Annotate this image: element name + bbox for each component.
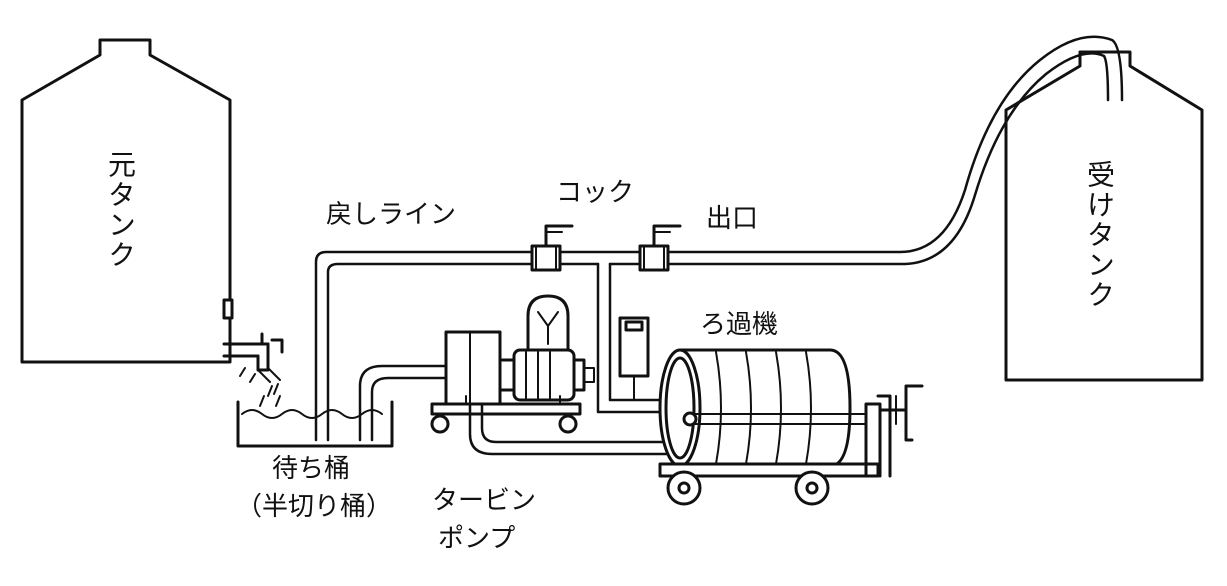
cock-valve-right [638,224,682,272]
receiving-tank-label: 受けタンク [1083,160,1116,310]
waiting-tub-label: 待ち桶 [272,454,351,484]
half-tub-label: （半切り桶） [236,492,393,522]
faucet-icon [222,332,284,383]
pump-cart-wheel-right [558,414,578,434]
source-tank-label: 元タンク [104,150,137,270]
gauge-box [618,316,650,401]
water-stream [259,383,281,407]
return-line-label: 戻しライン [326,200,457,230]
pump-to-filter-pipe [468,402,670,456]
filter-wheel-left-hub [677,481,691,495]
filter-feed-pipe [596,262,670,414]
tank-drain-flange [222,298,234,320]
waiting-tub [236,400,394,448]
filter-wheel-left [666,470,702,506]
filter-machine [658,348,924,478]
filter-wheel-right [794,470,830,506]
turbine-label: タービン [432,486,537,516]
filter-wheel-right-hub [805,481,819,495]
pump-label: ポンプ [438,524,516,554]
source-tank [20,38,232,364]
receiving-tank [1004,50,1204,382]
pump-cart-wheel-left [430,414,450,434]
filter-machine-label: ろ過機 [700,310,779,340]
outlet-label: 出口 [706,204,759,234]
main-pipe-bottom [558,52,1110,266]
return-line-inner [326,262,534,442]
return-line-outer [314,250,534,442]
cock-label: コック [556,178,635,208]
main-pipe-top [558,35,1124,254]
turbine-pump [430,294,595,416]
cock-valve-left [530,224,574,272]
suction-pipe-outer [358,364,448,442]
suction-pipe-inner [370,376,448,442]
